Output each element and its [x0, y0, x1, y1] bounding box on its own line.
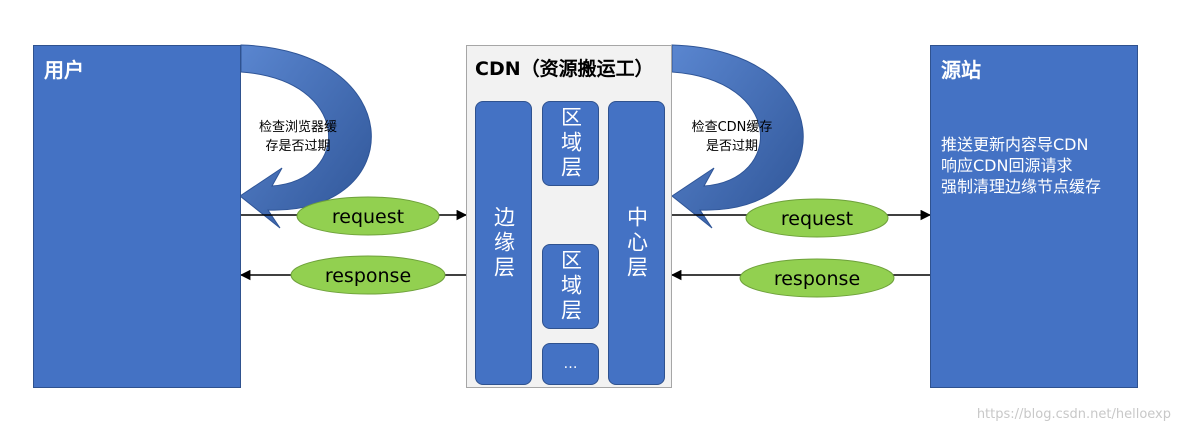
center-layer: 中心层 [608, 101, 665, 385]
region-layer-label: 区域层 [558, 249, 583, 324]
request-pill [745, 198, 889, 238]
origin-duty-line: 推送更新内容导CDN [941, 135, 1089, 154]
request-pill [296, 196, 440, 236]
request-pill-label: request [781, 208, 853, 230]
more-regions-box: … [542, 343, 599, 385]
origin-duties: 推送更新内容导CDN 响应CDN回源请求 强制清理边缘节点缓存 [941, 134, 1101, 197]
user-panel: 用户 [33, 45, 241, 388]
response-pill [290, 255, 446, 295]
browser-cache-curve-arrow [239, 44, 372, 229]
edge-layer: 边缘层 [475, 101, 532, 385]
origin-duty-line: 强制清理边缘节点缓存 [941, 177, 1102, 196]
note-line: 是否过期 [705, 139, 758, 154]
region-layer: 区域层 [542, 244, 599, 329]
origin-panel: 源站 推送更新内容导CDN 响应CDN回源请求 强制清理边缘节点缓存 [930, 45, 1138, 388]
response-pill [739, 258, 895, 298]
ellipsis-label: … [563, 356, 578, 372]
note-line: 检查CDN缓存 [691, 120, 773, 135]
cdn-cache-note: 检查CDN缓存 是否过期 [680, 118, 784, 156]
cdn-panel: CDN（资源搬运工） 边缘层 区域层 区域层 … 中心层 [466, 45, 672, 388]
cdn-title: CDN（资源搬运工） [475, 58, 654, 80]
note-line: 存是否过期 [265, 139, 331, 154]
center-layer-label: 中心层 [624, 205, 649, 281]
user-title: 用户 [44, 58, 84, 82]
note-line: 检查浏览器缓 [258, 120, 337, 135]
region-layer-label: 区域层 [558, 106, 583, 181]
request-pill-label: request [332, 206, 404, 228]
edge-layer-label: 边缘层 [491, 205, 516, 281]
region-layer: 区域层 [542, 101, 599, 186]
origin-title: 源站 [941, 58, 981, 82]
browser-cache-note: 检查浏览器缓 存是否过期 [248, 118, 348, 156]
watermark: https://blog.csdn.net/helloexp [976, 407, 1171, 422]
response-pill-label: response [325, 265, 411, 287]
origin-duty-line: 响应CDN回源请求 [941, 156, 1073, 175]
cdn-cache-curve-arrow [671, 44, 804, 229]
response-pill-label: response [774, 268, 860, 290]
